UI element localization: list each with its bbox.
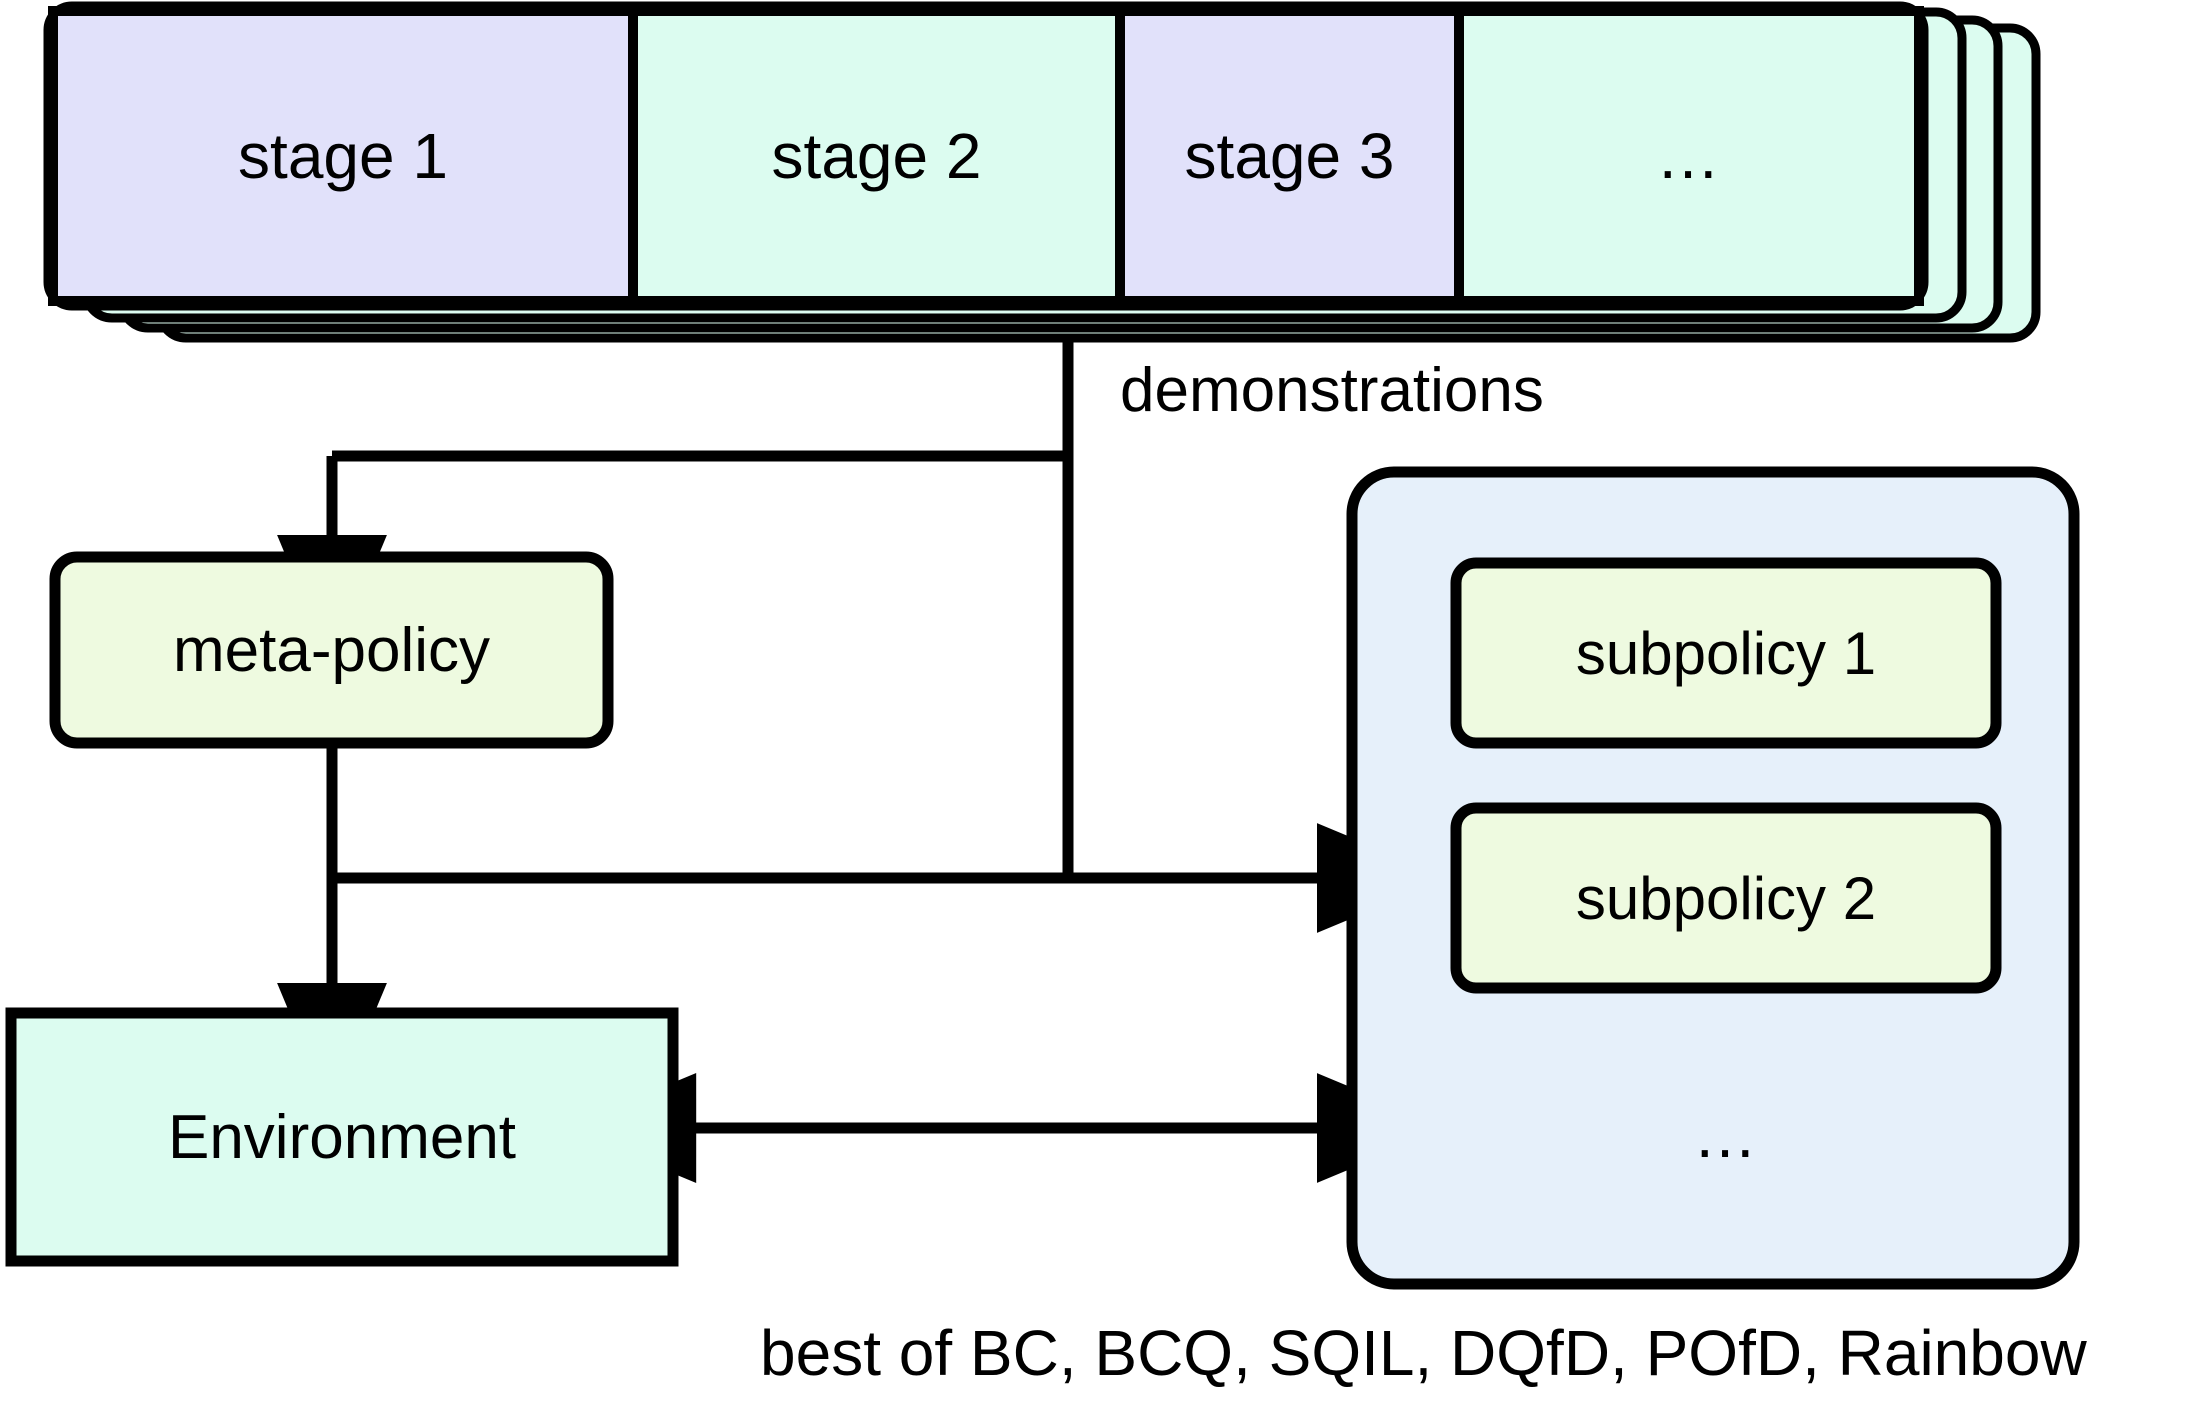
stage-cell-3 <box>1115 6 1464 306</box>
edge-demonstrations-to-subpolicies <box>1062 456 1449 933</box>
subpolicy-1-box <box>1450 557 2002 749</box>
subpolicy-2-box <box>1450 802 2002 994</box>
environment-box <box>5 1007 679 1267</box>
stage-cell-1 <box>48 6 638 306</box>
meta-policy-box <box>49 551 614 749</box>
stage-cell-4 <box>1454 6 1924 306</box>
edge-meta-policy-to-environment <box>277 744 1068 1115</box>
stage-cell-2 <box>628 6 1125 306</box>
